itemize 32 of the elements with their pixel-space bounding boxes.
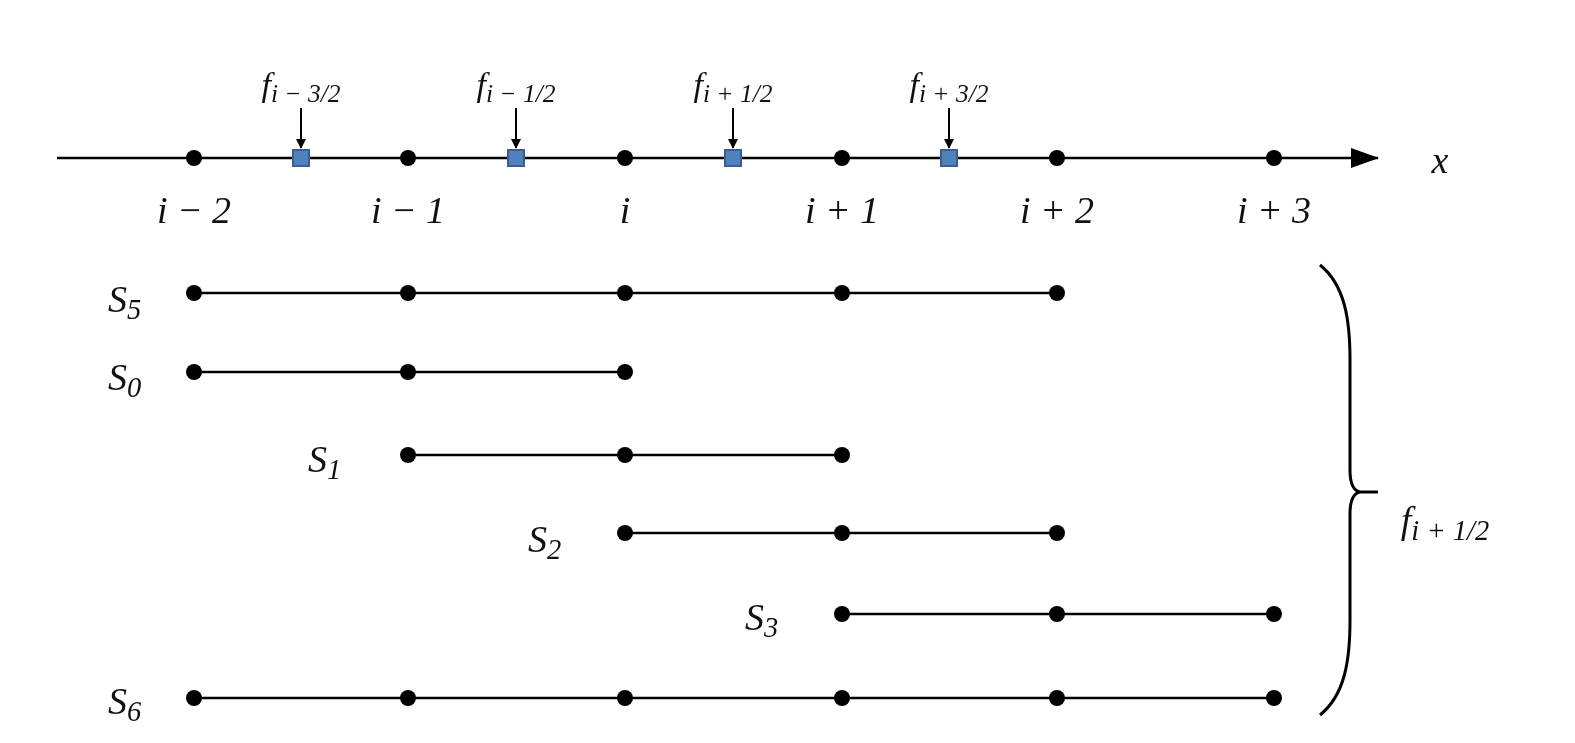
axis-label: f$_{i + 1/2}$ xyxy=(1400,501,1490,539)
axis-label: i − 2 xyxy=(156,191,232,229)
stencil-bar xyxy=(186,364,633,380)
flux-point-marker xyxy=(724,149,742,167)
stencil-bar xyxy=(186,285,1065,301)
axis-label: i − 1 xyxy=(370,191,446,229)
stencil-bar xyxy=(400,447,850,463)
flux-point-marker xyxy=(292,149,310,167)
flux-label: f$_{i − 3/2}$ xyxy=(261,68,341,102)
stencil-label: S$_{2}$ xyxy=(528,520,562,558)
stencil-label: S$_{3}$ xyxy=(745,598,779,636)
stencil-label: S$_{1}$ xyxy=(308,440,342,478)
arrow xyxy=(511,107,521,149)
axis-label: i + 2 xyxy=(1019,191,1095,229)
flux-label: f$_{i + 3/2}$ xyxy=(909,68,989,102)
arrow xyxy=(728,107,738,149)
stencil-bar xyxy=(617,525,1065,541)
stencil-bar xyxy=(186,690,1282,706)
flux-point-marker xyxy=(940,149,958,167)
flux-point-marker xyxy=(507,149,525,167)
axis-label: i + 1 xyxy=(804,191,880,229)
flux-label: f$_{i + 1/2}$ xyxy=(693,68,773,102)
axis-label: i xyxy=(619,191,631,229)
stencil-bar xyxy=(834,606,1282,622)
flux-label: f$_{i − 1/2}$ xyxy=(476,68,556,102)
axis-label: x xyxy=(1431,141,1449,179)
stencil-label: S$_{0}$ xyxy=(108,358,142,396)
axis-label: i + 3 xyxy=(1236,191,1312,229)
stencil-label: S$_{5}$ xyxy=(108,280,142,318)
arrow xyxy=(296,107,306,149)
arrow xyxy=(944,107,954,149)
stencil-label: S$_{6}$ xyxy=(108,682,142,720)
